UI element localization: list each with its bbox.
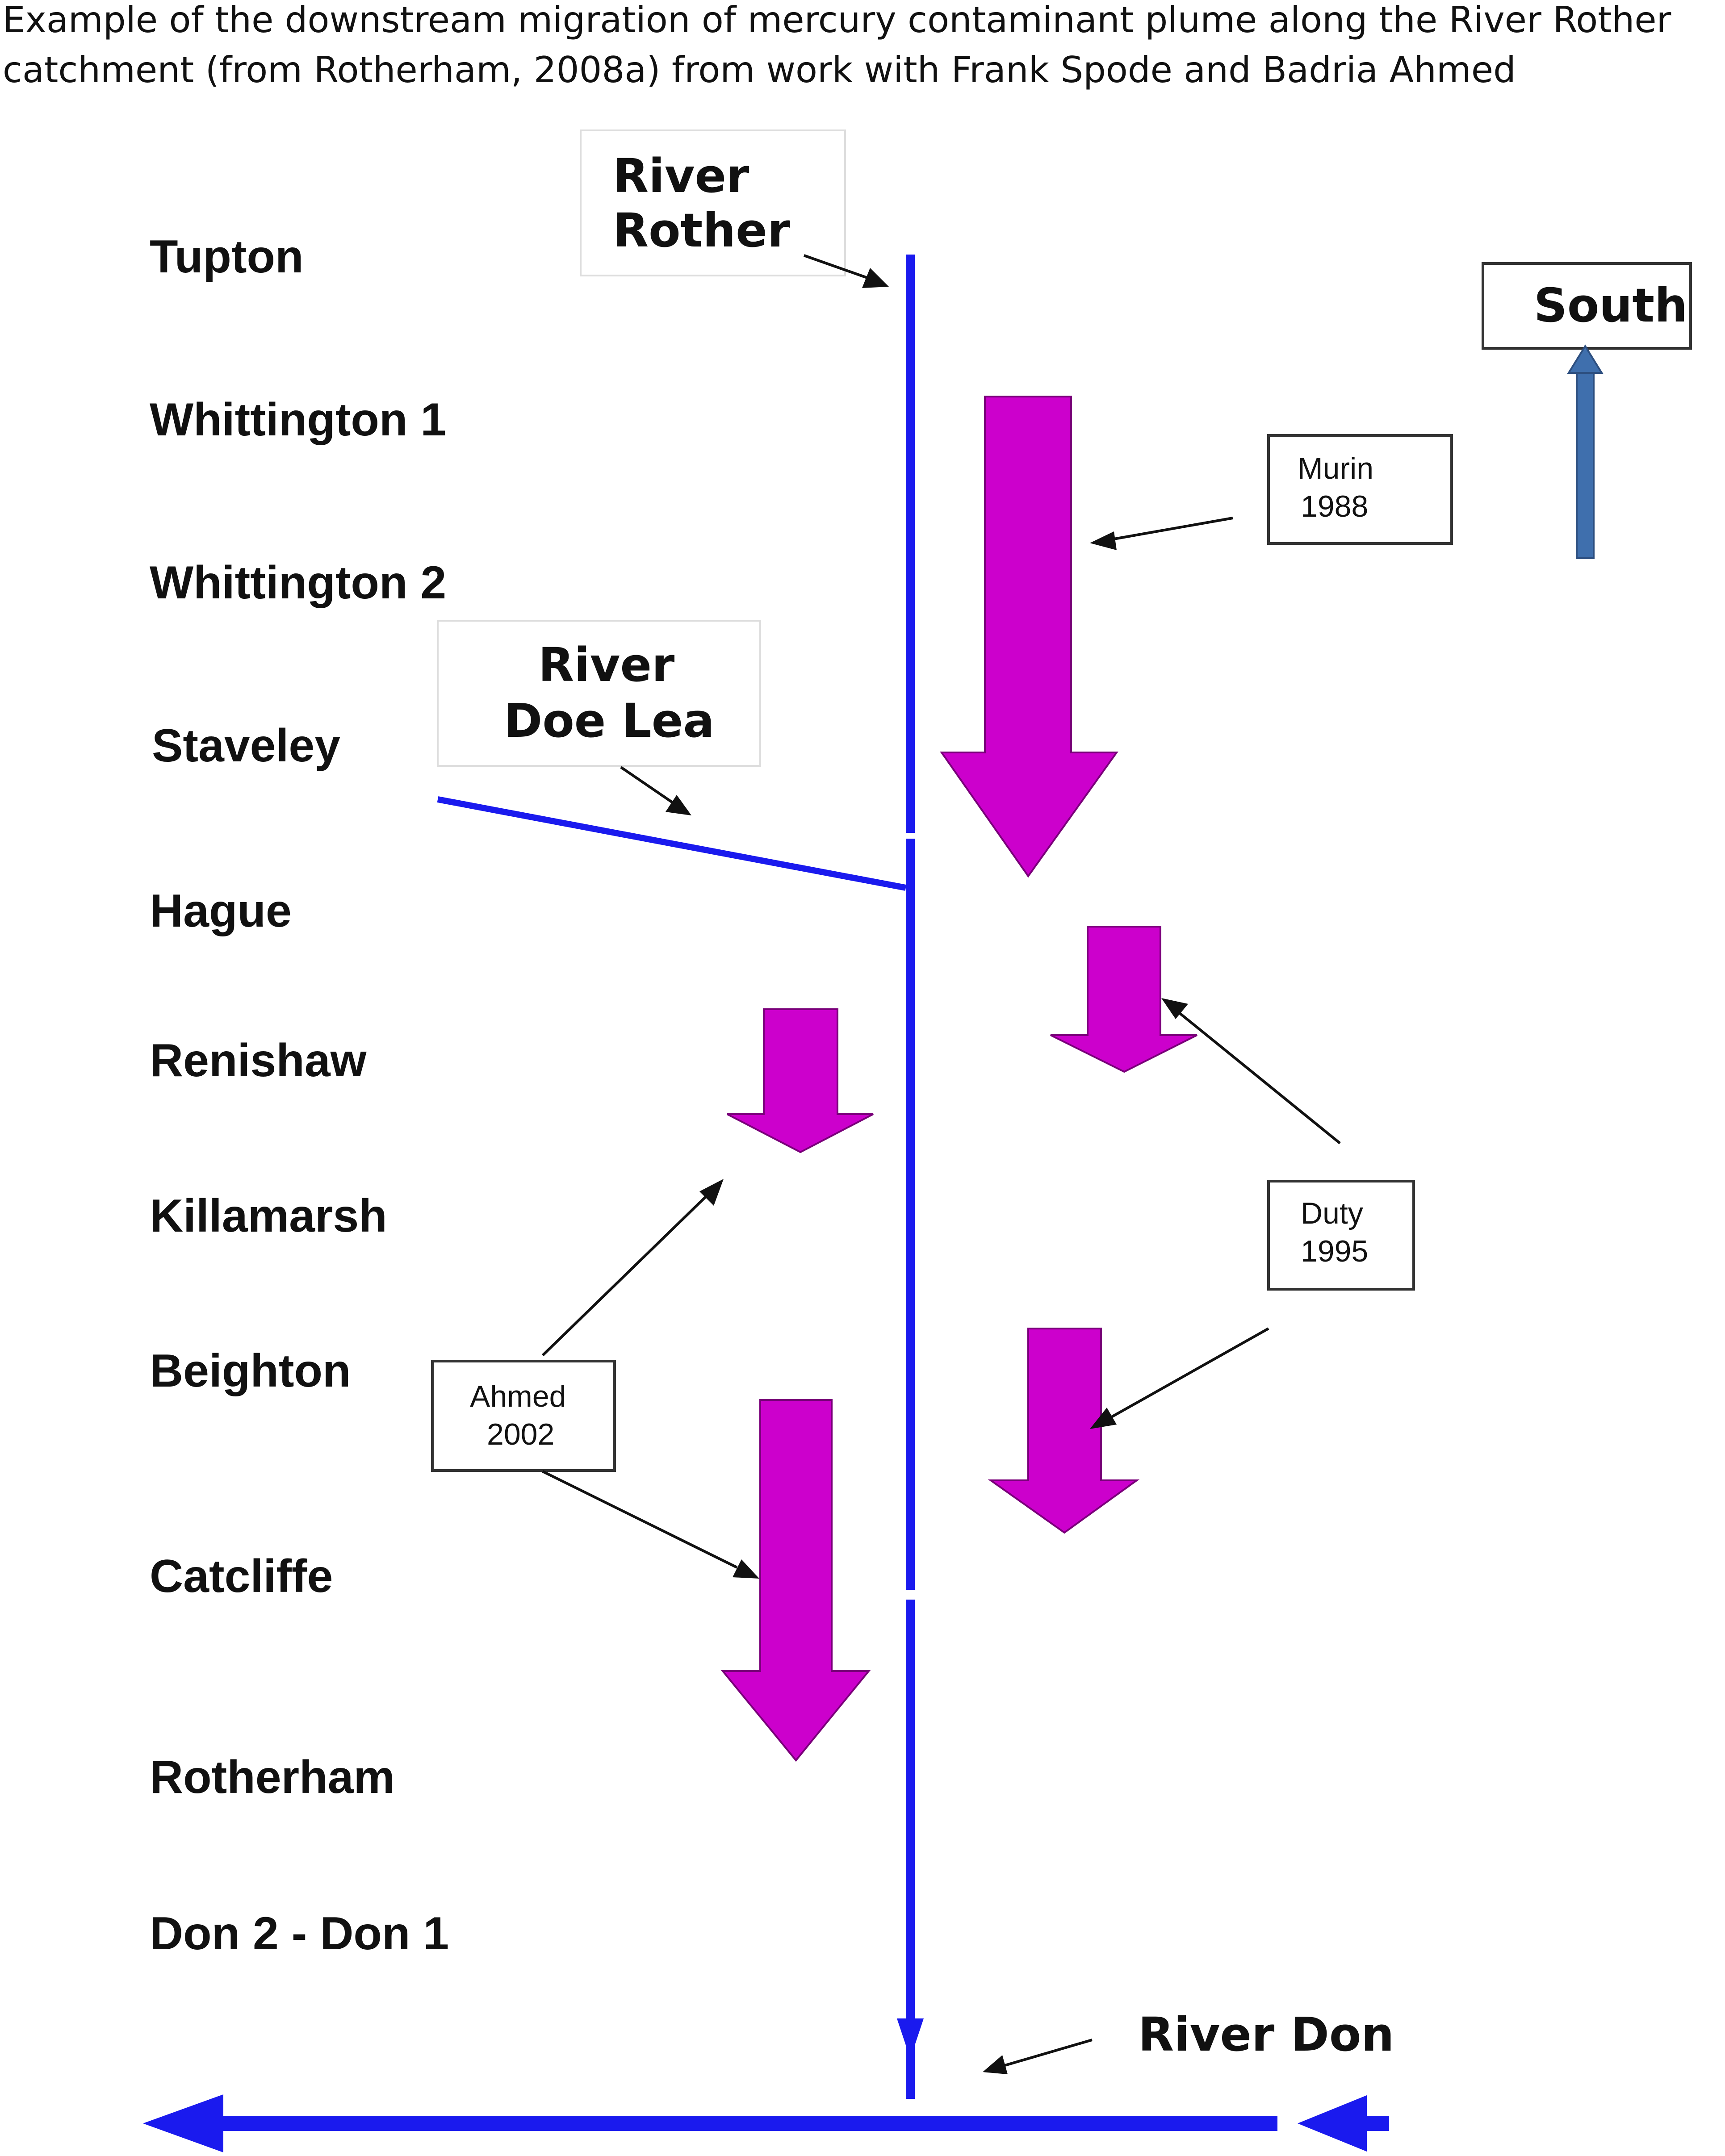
svg-text:Doe Lea: Doe Lea — [504, 694, 715, 748]
south-arrow-icon — [1567, 344, 1604, 559]
svg-text:River: River — [538, 638, 674, 692]
plume-arrow-murin — [940, 396, 1118, 878]
place-renishaw: Renishaw — [150, 1035, 367, 1086]
caption-line-1: Example of the downstream migration of m… — [3, 0, 1671, 41]
place-whittington-1: Whittington 1 — [150, 394, 446, 446]
svg-text:Murin: Murin — [1298, 451, 1373, 485]
river-don-label: River Don — [1138, 2007, 1394, 2062]
place-rotherham: Rotherham — [150, 1751, 395, 1803]
river-don-line — [143, 2094, 1389, 2152]
plume-arrow-duty-1 — [1050, 926, 1197, 1073]
svg-text:2002: 2002 — [487, 1417, 554, 1451]
pointer-arrow-ahmed-2 — [542, 1470, 759, 1579]
place-killamarsh: Killamarsh — [150, 1190, 387, 1242]
svg-text:Ahmed: Ahmed — [470, 1379, 566, 1413]
place-whittington-2: Whittington 2 — [150, 557, 446, 609]
svg-text:1988: 1988 — [1301, 489, 1368, 523]
caption-line-2: catchment (from Rotherham, 2008a) from w… — [3, 49, 1516, 91]
svg-text:South: South — [1534, 278, 1687, 333]
plume-arrow-duty-2 — [988, 1328, 1140, 1534]
duty-1995-label: Duty 1995 — [1267, 1180, 1415, 1291]
svg-text:1995: 1995 — [1301, 1234, 1368, 1268]
place-don-2-don-1: Don 2 - Don 1 — [150, 1908, 449, 1960]
place-hague: Hague — [150, 885, 292, 937]
pointer-arrow-murin — [1090, 517, 1233, 550]
plume-arrow-ahmed-2 — [720, 1399, 871, 1762]
ahmed-2002-label: Ahmed 2002 — [431, 1360, 616, 1472]
svg-text:Duty: Duty — [1301, 1196, 1363, 1230]
svg-text:Rother: Rother — [613, 203, 790, 258]
pointer-arrow-doe-lea — [620, 766, 691, 815]
pointer-arrow-don — [983, 2039, 1093, 2074]
pointer-arrow-rother — [804, 254, 889, 288]
murin-1988-label: Murin 1988 — [1267, 434, 1453, 545]
place-catcliffe: Catcliffe — [150, 1550, 333, 1602]
pointer-arrow-duty-2 — [1090, 1327, 1269, 1429]
svg-text:River: River — [613, 149, 749, 203]
plume-arrow-ahmed-1 — [727, 1008, 874, 1153]
place-beighton: Beighton — [150, 1345, 351, 1397]
place-tupton: Tupton — [150, 231, 304, 283]
south-label: South — [1482, 262, 1692, 350]
river-rother-line — [897, 255, 924, 2099]
pointer-arrow-ahmed-1 — [541, 1179, 724, 1357]
place-staveley: Staveley — [152, 720, 340, 772]
river-doe-lea-line — [437, 796, 907, 891]
river-rother-label: River Rother — [580, 130, 846, 276]
pointer-arrow-duty-1 — [1161, 998, 1341, 1145]
river-doe-lea-label: River Doe Lea — [437, 620, 761, 767]
